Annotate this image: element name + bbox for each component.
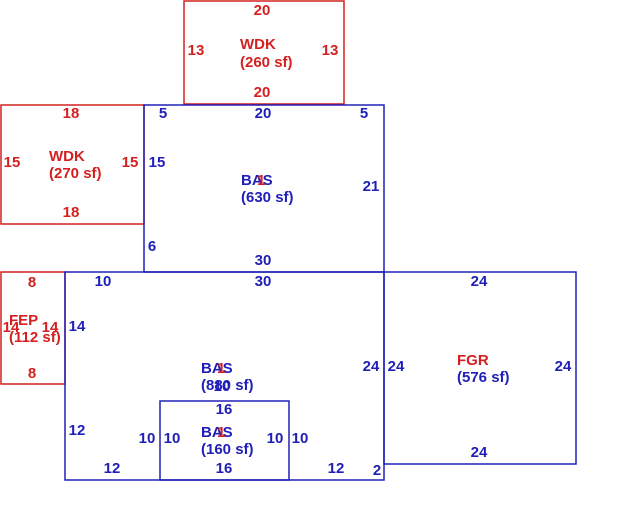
- bas-main-area: (880 sf): [201, 377, 254, 394]
- bas-main-dim-left-lower: 12: [69, 422, 86, 439]
- bas-upper-dim-left-lower: 6: [148, 238, 156, 255]
- bas-main-dim-corner: 2: [373, 462, 381, 479]
- bas-main-code: BAS: [201, 360, 233, 377]
- wdk-top-outline: [183, 0, 345, 105]
- bas-inner-dim-top: 16: [216, 401, 233, 418]
- fep-area: (112 sf): [9, 329, 61, 346]
- bas-upper-dim-top-right: 5: [360, 105, 368, 122]
- fgr-area: (576 sf): [457, 369, 510, 386]
- bas-inner-dim-overlap: 10: [214, 378, 231, 395]
- bas-upper-code-overlay: 1: [257, 172, 265, 189]
- wdk-left-dim-right: 15: [122, 154, 139, 171]
- bas-inner-dim-left: 10: [164, 430, 181, 447]
- fgr-dim-right: 24: [555, 358, 572, 375]
- fgr-outline: [383, 271, 577, 465]
- area-bas-main: 30 10 14 24 12 10 12 12 2 BAS 1 (880 sf): [64, 271, 385, 481]
- bas-inner-dim-right-outer: 10: [292, 430, 309, 447]
- wdk-top-dim-bottom: 20: [254, 84, 271, 101]
- wdk-left-area: (270 sf): [49, 165, 102, 182]
- fep-dim-left: 14: [3, 319, 20, 336]
- fep-dim-bottom: 8: [28, 365, 36, 382]
- wdk-left-code: WDK: [49, 148, 85, 165]
- bas-upper-code: BAS: [241, 172, 273, 189]
- bas-inner-outline: [159, 400, 290, 481]
- area-bas-inner: 16 10 10 10 10 16 BAS 1 (160 sf): [159, 378, 309, 481]
- bas-main-dim-right: 24: [363, 358, 380, 375]
- bas-inner-area: (160 sf): [201, 441, 254, 458]
- bas-main-dim-left: 14: [69, 318, 86, 335]
- bas-main-dim-top: 30: [255, 273, 272, 290]
- bas-main-dim-notch-left: 10: [139, 430, 156, 447]
- area-fgr: 24 24 24 24 FGR (576 sf): [383, 271, 577, 465]
- fep-code: FEP: [9, 312, 38, 329]
- bas-inner-dim-right: 10: [267, 430, 284, 447]
- wdk-top-code: WDK: [240, 36, 276, 53]
- bas-upper-area: (630 sf): [241, 189, 294, 206]
- fgr-code: FGR: [457, 352, 489, 369]
- bas-upper-dim-top: 20: [255, 105, 272, 122]
- fep-dim-right: 14: [42, 319, 59, 336]
- area-bas-upper: 5 20 5 15 21 6 30 BAS 1 (630 sf): [143, 104, 385, 273]
- area-wdk-left: 18 15 15 18 WDK (270 sf): [0, 104, 145, 225]
- fgr-dim-left: 24: [388, 358, 405, 375]
- area-wdk-top: 20 13 13 20 WDK (260 sf): [183, 0, 345, 105]
- bas-inner-code-overlay: 1: [217, 424, 225, 441]
- bas-upper-dim-left: 15: [149, 154, 166, 171]
- wdk-top-dim-right: 13: [322, 42, 339, 59]
- bas-inner-dim-bottom: 16: [216, 460, 233, 477]
- wdk-top-area: (260 sf): [240, 54, 293, 71]
- fgr-dim-bottom: 24: [471, 444, 488, 461]
- bas-inner-code: BAS: [201, 424, 233, 441]
- bas-upper-dim-right: 21: [363, 178, 380, 195]
- wdk-top-dim-top: 20: [254, 2, 271, 19]
- wdk-top-dim-left: 13: [188, 42, 205, 59]
- wdk-left-dim-bottom: 18: [63, 204, 80, 221]
- bas-upper-dim-top-left: 5: [159, 105, 167, 122]
- area-fep: 8 14 14 8 FEP (112 sf): [0, 271, 66, 385]
- fep-dim-top: 8: [28, 274, 36, 291]
- wdk-left-dim-top: 18: [63, 105, 80, 122]
- wdk-left-dim-left: 15: [4, 154, 21, 171]
- bas-main-code-overlay: 1: [217, 360, 225, 377]
- bas-upper-dim-bottom: 30: [255, 252, 272, 269]
- bas-main-dim-top-left: 10: [95, 273, 112, 290]
- fgr-dim-top: 24: [471, 273, 488, 290]
- bas-main-dim-bottom-left: 12: [104, 460, 121, 477]
- bas-main-dim-bottom-right: 12: [328, 460, 345, 477]
